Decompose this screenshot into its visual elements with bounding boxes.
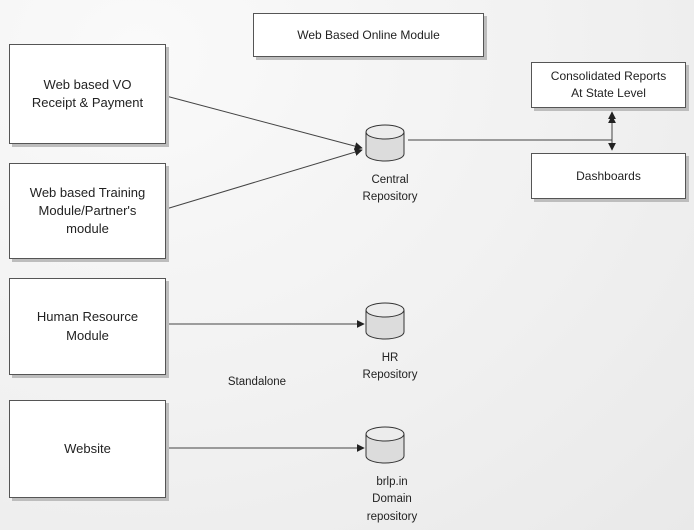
hr-module-label: Human Resource Module xyxy=(36,309,139,343)
domain-repository-label: brlp.in Domain repository xyxy=(366,476,418,523)
diagram-title-box: Web Based Online Module xyxy=(253,13,484,57)
hr-repository-label: HR Repository xyxy=(362,352,418,382)
training-module-label: Web based Training Module/Partner's modu… xyxy=(29,184,146,237)
connector-vo-to-central xyxy=(165,95,363,151)
connector-central-to-reports xyxy=(408,111,616,141)
hr-repository-icon xyxy=(365,302,405,340)
central-repository-label: Central Repository xyxy=(362,174,418,204)
vo-receipt-payment-module: Web based VO Receipt & Payment xyxy=(9,44,166,144)
dashboards-box: Dashboards xyxy=(531,153,686,199)
consolidated-reports-label: Consolidated Reports At State Level xyxy=(550,69,667,100)
training-partner-module: Web based Training Module/Partner's modu… xyxy=(9,163,166,259)
domain-repository-icon xyxy=(365,426,405,464)
consolidated-reports-box: Consolidated Reports At State Level xyxy=(531,62,686,108)
vo-module-label: Web based VO Receipt & Payment xyxy=(31,76,144,110)
dashboards-label: Dashboards xyxy=(576,168,641,183)
central-repository-icon xyxy=(365,124,405,162)
website-label: Website xyxy=(64,440,111,456)
standalone-label: Standalone xyxy=(227,376,287,388)
website-module: Website xyxy=(9,400,166,498)
diagram-title: Web Based Online Module xyxy=(297,27,440,42)
connector-training-to-central xyxy=(165,148,363,210)
human-resource-module: Human Resource Module xyxy=(9,278,166,375)
